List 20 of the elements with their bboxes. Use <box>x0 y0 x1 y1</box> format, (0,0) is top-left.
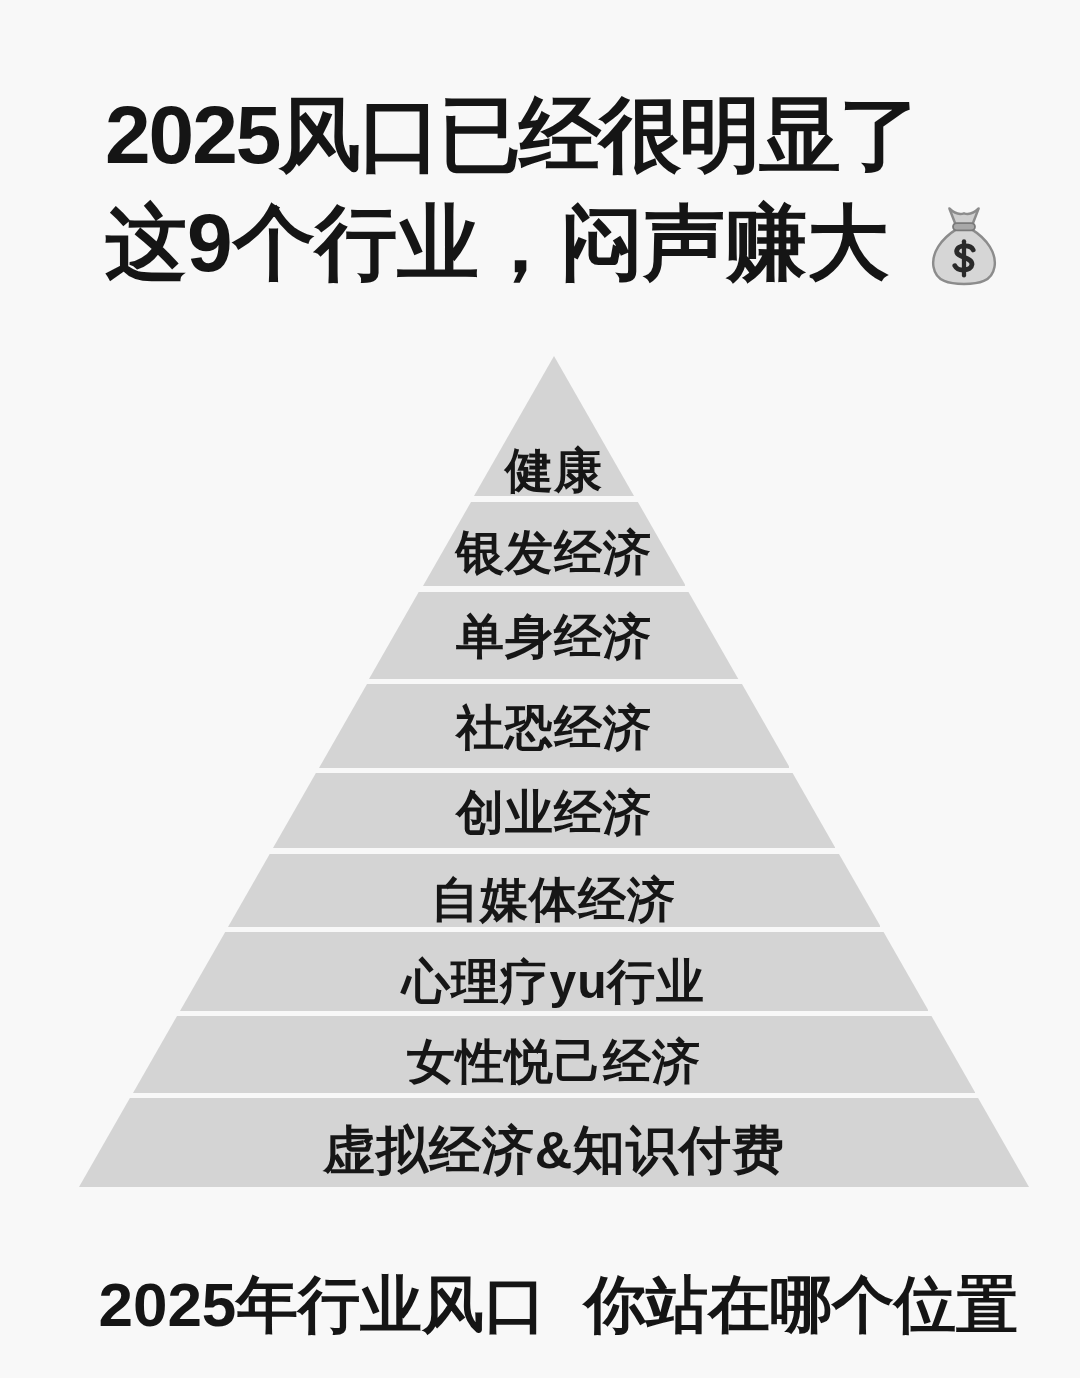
pyramid-tier <box>79 1098 1029 1187</box>
tier-label: 单身经济 <box>456 609 652 665</box>
pyramid-tier <box>272 773 836 848</box>
tier-label: 健康 <box>505 443 603 499</box>
pyramid-tier <box>132 1016 976 1093</box>
tier-label: 自媒体经济 <box>431 872 677 928</box>
caption: 2025年行业风口 你站在哪个位置 <box>98 1269 1018 1341</box>
tier-label: 女性悦己经济 <box>407 1034 701 1090</box>
tier-label: 虚拟经济&知识付费 <box>322 1120 786 1181</box>
pyramid-tier <box>227 854 881 927</box>
pyramid-tier <box>369 592 739 679</box>
pyramid-tier <box>179 932 929 1011</box>
tier-label: 银发经济 <box>456 525 652 581</box>
title: 2025风口已经很明显了这9个行业，闷声赚大 <box>105 89 920 288</box>
pyramid-tier <box>473 356 634 496</box>
tier-label: 创业经济 <box>456 785 652 841</box>
pyramid-tier <box>318 684 790 768</box>
pyramid-tier <box>422 502 686 586</box>
tier-label: 社恐经济 <box>456 700 652 756</box>
tier-label: 心理疗yu行业 <box>402 954 706 1010</box>
